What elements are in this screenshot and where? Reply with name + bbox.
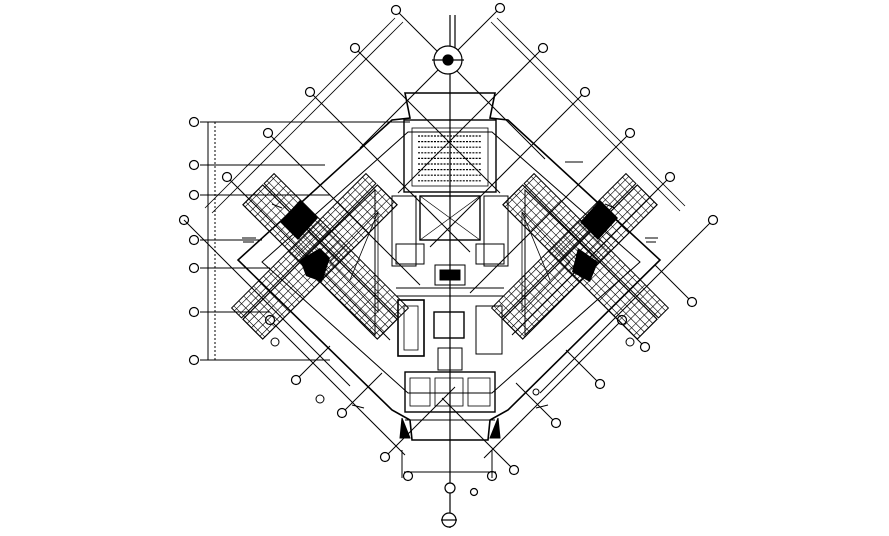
diagonal-grid-lines-nw: [183, 9, 546, 456]
room-partition: [238, 180, 374, 316]
north-arrow-icon: [432, 45, 464, 75]
bottom-boundary-lines: [401, 450, 496, 478]
grid-bubble-b9: [594, 378, 606, 390]
grid-bubble-l3: [188, 189, 200, 201]
grid-bubble-b1: [379, 451, 391, 463]
room-partition: [494, 176, 630, 312]
grid-bubble-b5: [402, 470, 414, 482]
room-partition-group: [493, 176, 655, 338]
grid-bubble-b2: [336, 407, 348, 419]
grid-bubble-b3: [290, 374, 302, 386]
grid-bubble-t2: [349, 42, 361, 54]
room-partition: [259, 201, 395, 337]
grid-bubble-b7: [508, 464, 520, 476]
annotation-marks: [242, 161, 658, 409]
room-partition: [498, 180, 634, 316]
compass-symbol-icon: [270, 337, 280, 347]
section-marker-icon: [444, 482, 456, 494]
grid-bubble-l5: [188, 234, 200, 246]
room-partition: [242, 184, 378, 320]
bottom-section-markers: [441, 482, 479, 528]
grid-bubble-t4: [262, 127, 274, 139]
dark-shafts: [280, 200, 618, 282]
grid-bubble-b10: [639, 341, 651, 353]
left-grid-bubbles: [178, 116, 200, 366]
grid-bubble-r1: [494, 2, 506, 14]
grid-bubble-r4: [624, 127, 636, 139]
grid-bubble-t3: [304, 86, 316, 98]
room-partition: [270, 176, 406, 312]
grid-bubble-t1: [390, 4, 402, 16]
grid-bubble-l8: [188, 354, 200, 366]
grid-bubble-l2: [188, 159, 200, 171]
grid-bubble-l7: [188, 306, 200, 318]
symbol-markers: [270, 337, 635, 404]
compass-symbol-icon: [625, 337, 635, 347]
room-partition: [262, 184, 398, 320]
grid-bubble-l1: [188, 116, 200, 128]
diagonal-grid-bubbles: [221, 2, 719, 482]
grid-bubble-b11: [686, 296, 698, 308]
compass-symbol-icon: [315, 394, 325, 404]
auditorium-seating: [403, 119, 497, 193]
grid-bubble-l6: [188, 262, 200, 274]
room-partition: [234, 176, 370, 312]
grid-bubble-b8: [550, 417, 562, 429]
grid-bubble-r3: [579, 86, 591, 98]
entrance-block: [399, 371, 501, 439]
room-partition: [502, 184, 638, 320]
grid-bubble-r2: [537, 42, 549, 54]
central-atrium: [391, 195, 509, 371]
grid-bubble-b4: [264, 314, 276, 326]
room-partition: [522, 184, 658, 320]
compass-symbol-icon: [532, 388, 540, 396]
grid-bubble-t5: [221, 171, 233, 183]
grid-bubble-r5: [664, 171, 676, 183]
room-partition: [266, 180, 402, 316]
building-outline: [236, 92, 662, 441]
grid-bubble-r6: [707, 214, 719, 226]
room-partition: [530, 176, 666, 312]
room-partition: [506, 188, 642, 324]
courtyards: [329, 211, 571, 313]
dimension-lines: [204, 17, 686, 214]
